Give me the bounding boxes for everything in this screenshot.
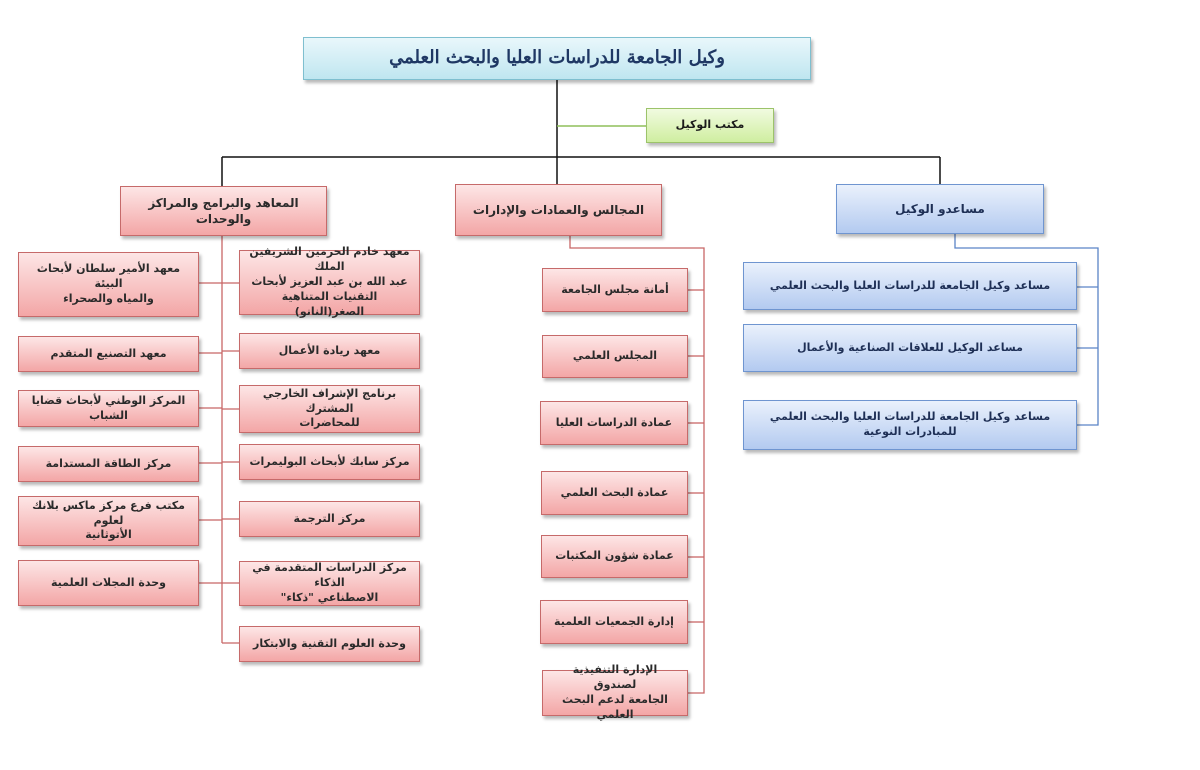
institute-item-line: برنامج الإشراف الخارجي المشترك [262,386,397,415]
assistants-head-label: مساعدو الوكيل [895,201,985,216]
institute-item: مركز الطاقة المستدامة [18,446,199,482]
assistant-item: مساعد وكيل الجامعة للدراسات العليا والبح… [743,262,1077,310]
assistant-item-line: مساعد وكيل الجامعة للدراسات العليا والبح… [769,410,1051,424]
councils-head-box: المجالس والعمادات والإدارات [455,184,662,236]
institutes-head-box: المعاهد والبرامج والمراكز والوحدات [120,186,327,236]
institute-item-line: مركز سابك لأبحاث البوليمرات [249,454,410,468]
institute-item-line: والمياه والصحراء [63,291,154,305]
council-item-line: عمادة البحث العلمي [560,485,669,499]
institute-item: مركز الدراسات المتقدمة في الذكاء الاصطنا… [239,561,420,606]
institute-item-line: الأتوثانية [85,528,132,542]
vice-rector-title: وكيل الجامعة للدراسات العليا والبحث العل… [389,47,725,69]
council-item-line: أمانة مجلس الجامعة [561,282,669,296]
institute-item-line: الاصطناعي "ذكاء" [280,590,379,604]
council-item-line: إدارة الجمعيات العلمية [554,614,674,628]
assistant-item: مساعد الوكيل للعلاقات الصناعية والأعمال [743,324,1077,372]
vice-rector-office-box: مكتب الوكيل [646,108,774,143]
council-item-line: الإدارة التنفيذية لصندوق [572,663,658,692]
council-item: عمادة شؤون المكتبات [541,535,688,578]
institute-item: وحدة العلوم التقنية والابتكار [239,626,420,662]
institute-item-line: مكتب فرع مركز ماكس بلانك لعلوم [32,498,185,527]
council-item-line: الجامعة لدعم البحث العلمي [562,693,668,721]
institute-item: معهد التصنيع المتقدم [18,336,199,372]
institute-item-line: معهد خادم الحرمين الشريفين الملك [249,245,410,274]
institutes-head-label: المعاهد والبرامج والمراكز والوحدات [148,195,299,226]
institute-item-line: معهد ريادة الأعمال [278,343,381,357]
institute-item-line: معهد التصنيع المتقدم [50,346,167,360]
institute-item: المركز الوطني لأبحاث قضايا الشباب [18,390,199,427]
institute-item: معهد خادم الحرمين الشريفين الملك عبد الل… [239,245,420,318]
institute-item: وحدة المجلات العلمية [18,560,199,606]
assistant-item-line: مساعد وكيل الجامعة للدراسات العليا والبح… [769,278,1051,292]
council-item: المجلس العلمي [542,335,688,378]
institute-item-line: المركز الوطني لأبحاث قضايا الشباب [31,393,186,422]
institute-item-line: وحدة العلوم التقنية والابتكار [253,636,406,650]
institute-item-line: للمحاضرات [299,416,360,430]
vice-rector-office-label: مكتب الوكيل [675,118,745,132]
institute-item: مركز سابك لأبحاث البوليمرات [239,444,420,480]
council-item-line: عمادة الدراسات العليا [555,415,673,429]
council-item: إدارة الجمعيات العلمية [540,600,688,644]
assistant-item: مساعد وكيل الجامعة للدراسات العليا والبح… [743,400,1077,450]
council-item: عمادة الدراسات العليا [540,401,688,445]
assistants-head-box: مساعدو الوكيل [836,184,1044,234]
councils-head-label: المجالس والعمادات والإدارات [472,202,645,217]
assistant-item-line: للمبادرات النوعية [863,425,957,438]
institute-item: معهد الأمير سلطان لأبحاث البيئة والمياه … [18,252,199,317]
council-item-line: المجلس العلمي [572,349,658,363]
institute-item-line: معهد الأمير سلطان لأبحاث البيئة [36,262,181,291]
institute-item-line: مركز الدراسات المتقدمة في الذكاء [252,561,407,590]
council-item: عمادة البحث العلمي [541,471,688,515]
institute-item: برنامج الإشراف الخارجي المشترك للمحاضرات [239,385,420,433]
council-item-line: عمادة شؤون المكتبات [555,549,674,563]
vice-rector-box: وكيل الجامعة للدراسات العليا والبحث العل… [303,37,811,80]
institute-item-line: عبد الله بن عبد العزيز لأبحاث [251,275,408,289]
institute-item: مكتب فرع مركز ماكس بلانك لعلوم الأتوثاني… [18,496,199,546]
institute-item-line: مركز الطاقة المستدامة [45,456,172,470]
council-item: الإدارة التنفيذية لصندوق الجامعة لدعم ال… [542,663,688,721]
institute-item: معهد ريادة الأعمال [239,333,420,369]
assistant-item-line: مساعد الوكيل للعلاقات الصناعية والأعمال [797,340,1023,354]
institute-item: مركز الترجمة [239,501,420,537]
institute-item-line: وحدة المجلات العلمية [50,575,167,589]
council-item: أمانة مجلس الجامعة [542,268,688,312]
institute-item-line: مركز الترجمة [293,511,366,525]
institute-item-line: التقنيات المتناهية الصغر(النانو) [281,289,378,318]
